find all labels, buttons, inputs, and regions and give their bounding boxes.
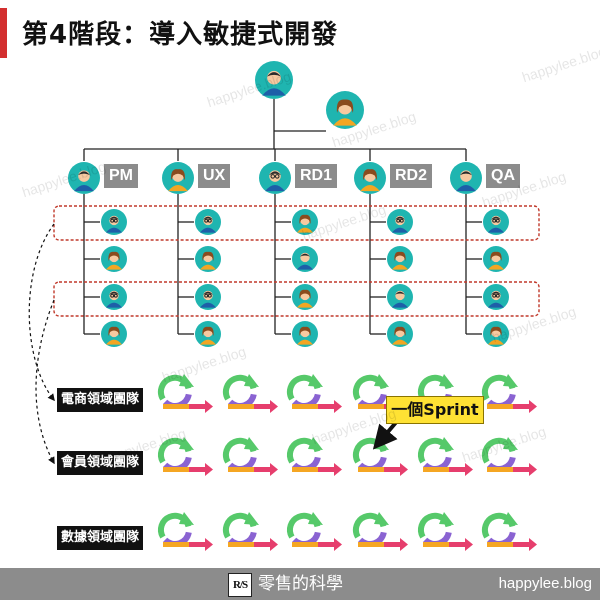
- dashed-arrow-team-1: [28, 223, 55, 402]
- dashed-arrow-team-2: [35, 299, 55, 465]
- sprint-loop-icon: [158, 374, 213, 413]
- member-avatar: [292, 209, 318, 235]
- role-label-ux: UX: [198, 164, 231, 188]
- tree-connector-lines: [83, 99, 482, 335]
- footer-bar: [0, 568, 600, 600]
- sprint-loop-icon: [287, 374, 342, 413]
- member-avatar: [292, 321, 318, 347]
- sprint-loop-icon: [158, 437, 213, 476]
- role-avatar-ux: [162, 162, 194, 194]
- member-avatar: [101, 209, 127, 235]
- member-avatar: [483, 284, 509, 310]
- highlight-box-1: [53, 205, 540, 241]
- product-lead-avatar: [326, 91, 364, 129]
- sprint-loop-icon: [482, 512, 537, 551]
- leader-avatar: [255, 61, 293, 99]
- role-label-pm: PM: [104, 164, 138, 188]
- role-label-rd2: RD2: [390, 164, 433, 188]
- sprint-loop-icon: [223, 374, 278, 413]
- callout-pointer-arrow: [372, 418, 400, 450]
- member-avatar: [387, 321, 413, 347]
- sprint-loop-icon: [223, 512, 278, 551]
- sprint-loop-icon: [482, 374, 537, 413]
- member-avatar: [387, 209, 413, 235]
- member-avatar: [483, 209, 509, 235]
- people-layer: [68, 61, 509, 347]
- role-label-qa: QA: [486, 164, 520, 188]
- sprint-loop-icon: [287, 437, 342, 476]
- sprint-loop-icon: [353, 437, 408, 476]
- sprint-callout: 一個Sprint: [386, 396, 484, 424]
- member-avatar: [101, 321, 127, 347]
- sprint-loop-icon: [223, 437, 278, 476]
- team-label: 數據領域團隊: [57, 526, 144, 550]
- title-accent-bar: [0, 8, 7, 58]
- member-avatar: [483, 246, 509, 272]
- role-label-rd1: RD1: [295, 164, 338, 188]
- sprint-loop-icon: [418, 437, 473, 476]
- member-avatar: [195, 209, 221, 235]
- member-avatar: [195, 321, 221, 347]
- sprint-loop-icon: [353, 512, 408, 551]
- callout-arrow: [372, 418, 400, 450]
- blog-url-link[interactable]: happylee.blog: [498, 575, 592, 592]
- role-avatar-pm: [68, 162, 100, 194]
- role-avatar-rd1: [259, 162, 291, 194]
- highlight-boxes: [53, 205, 540, 317]
- page-title: 第4階段：導入敏捷式開發: [22, 20, 339, 50]
- sprint-loop-icon: [287, 512, 342, 551]
- member-avatar: [101, 284, 127, 310]
- highlight-box-2: [53, 281, 540, 317]
- sprint-loop-icon: [418, 512, 473, 551]
- member-avatar: [101, 246, 127, 272]
- member-avatar: [292, 246, 318, 272]
- team-assignment-arrows: [28, 223, 55, 465]
- sprint-loop-icon: [158, 512, 213, 551]
- role-avatar-rd2: [354, 162, 386, 194]
- sprint-loops-layer: [158, 374, 537, 551]
- member-avatar: [483, 321, 509, 347]
- sprint-loop-icon: [482, 437, 537, 476]
- member-avatar: [292, 284, 318, 310]
- team-label: 會員領域團隊: [57, 451, 144, 475]
- member-avatar: [195, 284, 221, 310]
- member-avatar: [195, 246, 221, 272]
- brand-logo-icon: R/S: [228, 573, 252, 597]
- member-avatar: [387, 284, 413, 310]
- team-label: 電商領域團隊: [57, 388, 144, 412]
- member-avatar: [387, 246, 413, 272]
- brand-name: 零售的科學: [258, 574, 343, 594]
- role-avatar-qa: [450, 162, 482, 194]
